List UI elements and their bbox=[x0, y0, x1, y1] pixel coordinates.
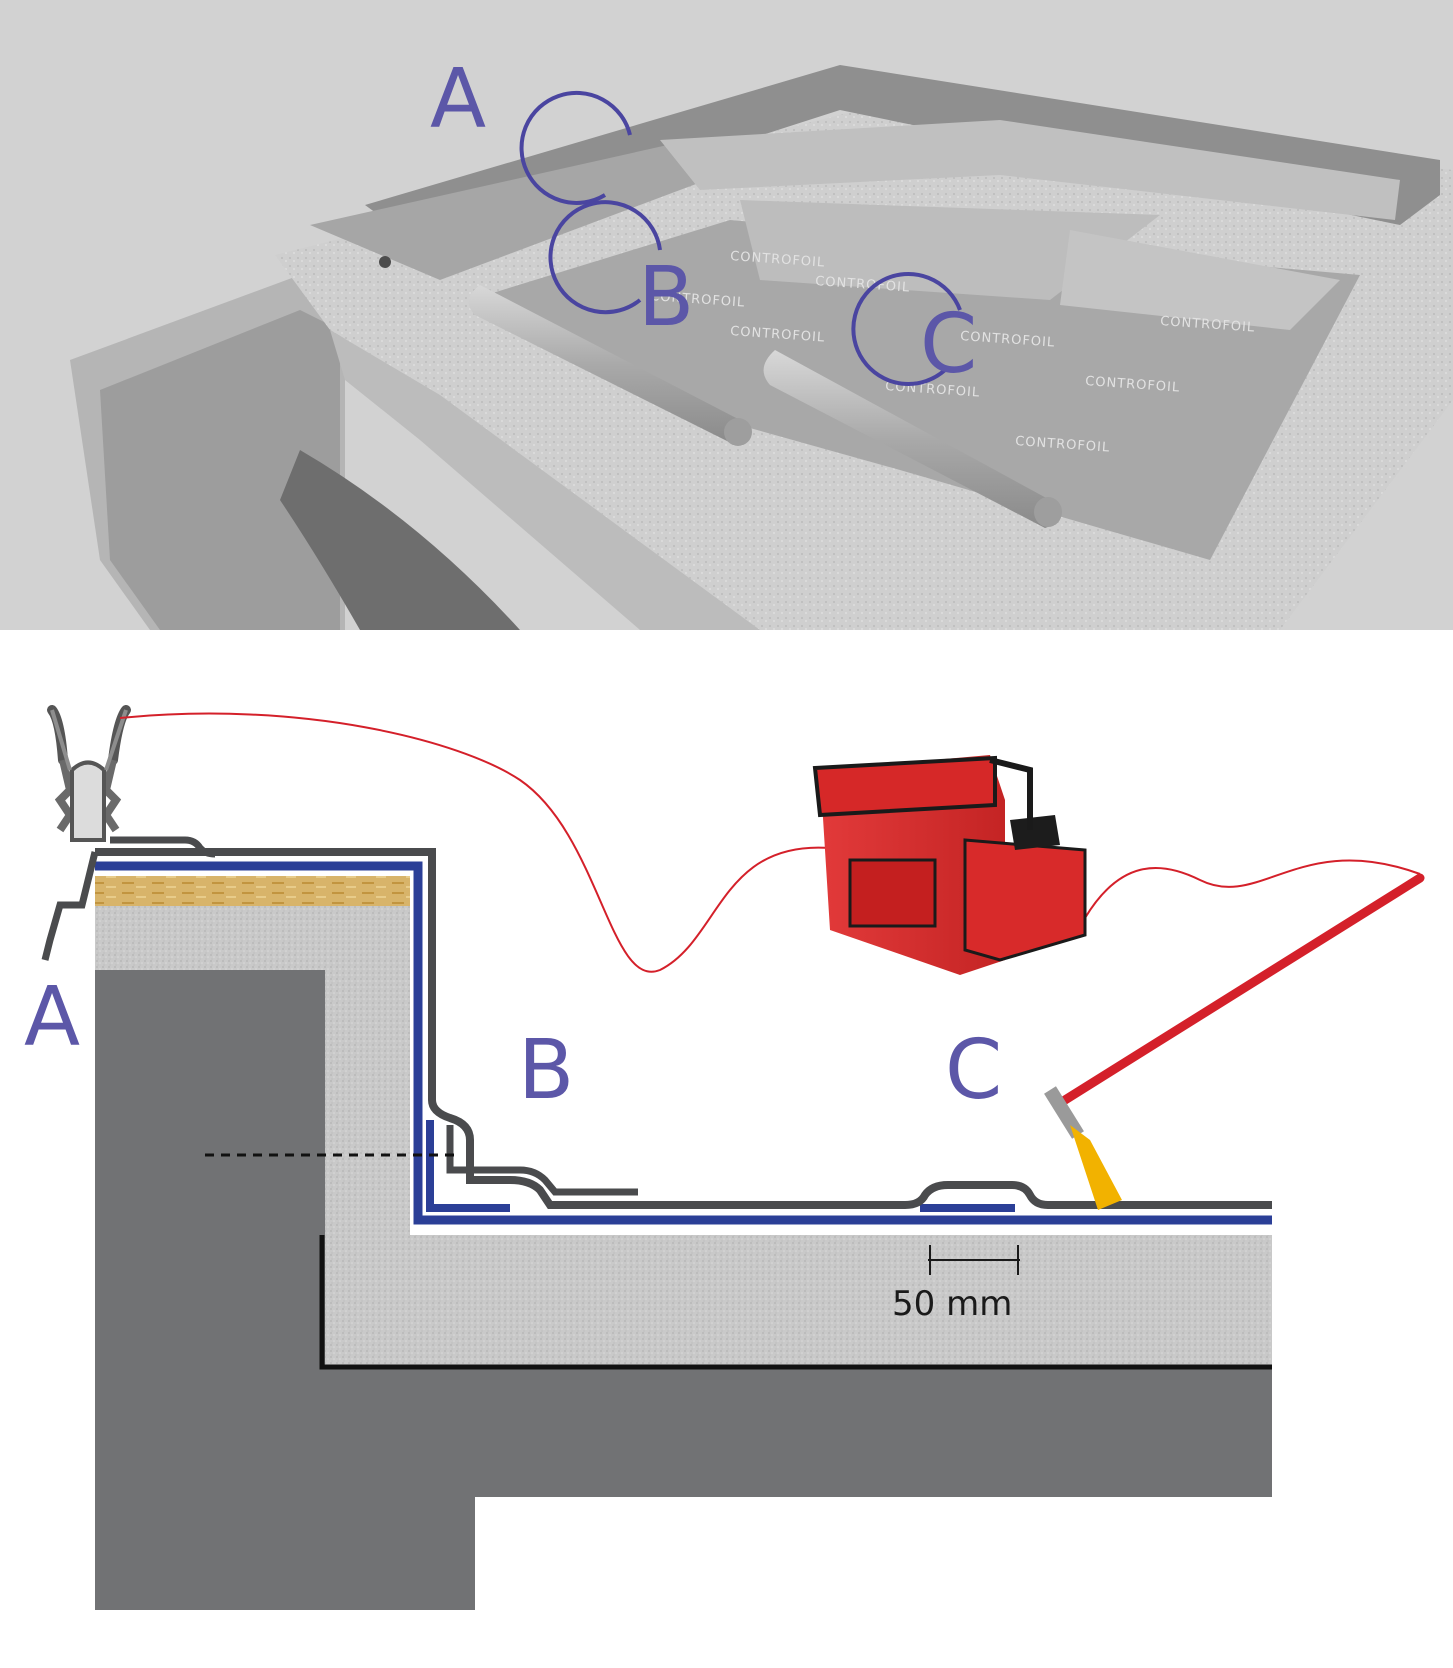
bag-label-panel bbox=[848, 858, 937, 928]
dimension-label: 50 mm bbox=[892, 1284, 1012, 1324]
callout-circle-c bbox=[851, 271, 962, 386]
clamp-jaws bbox=[54, 759, 122, 833]
roof-3d-view: CONTROFOIL CONTROFOIL CONTROFOIL CONTROF… bbox=[0, 0, 1453, 630]
clamp-body bbox=[70, 760, 106, 842]
bag-flap bbox=[812, 755, 997, 818]
dark-slab bbox=[280, 450, 520, 630]
insulation-upstand bbox=[95, 905, 410, 1235]
membrane-strip-b bbox=[446, 1125, 638, 1196]
membrane-upper bbox=[95, 848, 1272, 1209]
top-callout-a: A bbox=[430, 52, 486, 147]
clamp-arms bbox=[50, 709, 128, 771]
brand-stamp: CONTROFOIL bbox=[730, 324, 826, 346]
osb-board bbox=[95, 876, 410, 906]
brush-bristles bbox=[1070, 1125, 1122, 1210]
callout-circles bbox=[519, 90, 962, 386]
test-wire-left bbox=[119, 712, 831, 973]
insulation-slab bbox=[325, 1235, 1272, 1365]
test-wire-right bbox=[1084, 859, 1421, 919]
brand-stamp: CONTROFOIL bbox=[1160, 314, 1256, 336]
callout-circle-b bbox=[548, 200, 662, 315]
top-callout-c: C bbox=[920, 297, 977, 392]
membrane-roll bbox=[468, 285, 752, 446]
probe-handle bbox=[1060, 873, 1425, 1105]
wall-panel bbox=[660, 120, 1400, 220]
tester-bag bbox=[812, 755, 1087, 975]
concrete-face bbox=[100, 310, 340, 630]
insulation-edge bbox=[330, 330, 760, 630]
brand-stamp: CONTROFOIL bbox=[650, 289, 746, 311]
roof-section-view: 50 mm A B C bbox=[24, 705, 1425, 1610]
bag-handle bbox=[989, 757, 1033, 830]
brand-stamp: CONTROFOIL bbox=[1085, 374, 1181, 396]
brand-stamp: CONTROFOIL bbox=[730, 249, 826, 271]
callout-circle-a bbox=[519, 90, 632, 205]
brush-probe bbox=[1044, 873, 1425, 1210]
membrane-cap bbox=[110, 836, 216, 858]
bag-strap bbox=[1010, 815, 1060, 850]
dimension-50mm: 50 mm bbox=[892, 1245, 1020, 1324]
brand-stamp: CONTROFOIL bbox=[960, 329, 1056, 351]
section-callout-c: C bbox=[945, 1023, 1002, 1118]
brand-stamp: CONTROFOIL bbox=[1015, 434, 1111, 456]
bag-side-pocket bbox=[963, 838, 1087, 962]
membrane-overlap-b bbox=[426, 1120, 510, 1212]
membrane-lower bbox=[95, 861, 1272, 1225]
drain-hole bbox=[379, 256, 391, 268]
section-callout-a: A bbox=[24, 970, 80, 1065]
membrane-roll bbox=[763, 350, 1062, 528]
membrane-panel bbox=[740, 200, 1160, 300]
vapour-layer bbox=[319, 1235, 1272, 1370]
membrane-panel bbox=[1060, 230, 1340, 330]
upstand-top bbox=[310, 140, 760, 280]
clamp-leg bbox=[41, 851, 99, 961]
brand-stamps: CONTROFOIL CONTROFOIL CONTROFOIL CONTROF… bbox=[650, 249, 1256, 456]
probe-ferrule bbox=[1044, 1086, 1084, 1139]
edge-clamp bbox=[41, 705, 131, 961]
section-callout-b: B bbox=[518, 1023, 574, 1118]
top-callout-b: B bbox=[638, 250, 694, 345]
concrete-structure bbox=[95, 970, 1272, 1610]
